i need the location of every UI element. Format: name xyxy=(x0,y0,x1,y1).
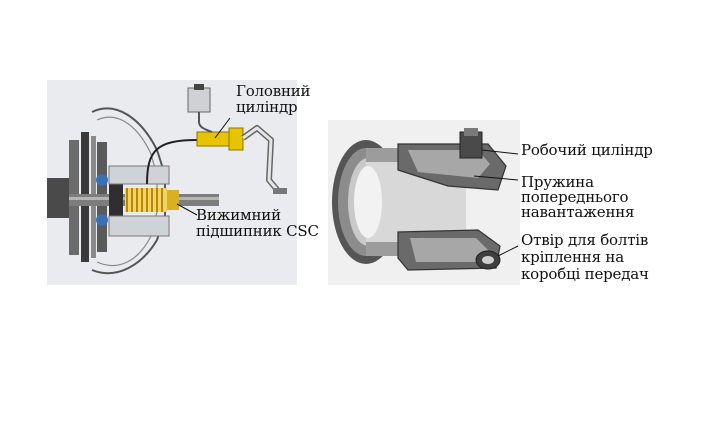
preload-spring-pointer xyxy=(473,175,519,181)
bolt-hole xyxy=(475,250,501,270)
label-slave-cylinder: Робочий циліндр xyxy=(521,141,653,159)
fluid-reservoir xyxy=(187,84,213,133)
master-cylinder xyxy=(196,127,244,151)
label-master-cylinder: Головний циліндр xyxy=(236,82,311,116)
csc-cutaway-illustration xyxy=(332,128,519,271)
csc-cutaway-diagram xyxy=(328,120,520,285)
hydraulic-line xyxy=(146,139,222,185)
clutch-pedal xyxy=(241,125,287,194)
clutch-system-diagram xyxy=(47,80,297,285)
clutch-system-illustration xyxy=(47,84,287,275)
master-cylinder-pointer xyxy=(214,117,231,139)
slave-cylinder-pointer xyxy=(481,149,519,155)
engine-flange xyxy=(47,178,69,218)
label-release-bearing: Вижимний підшипник CSC xyxy=(196,206,319,240)
bolt-hole-pointer xyxy=(497,245,519,257)
label-bolt-holes: Отвір для болтів кріплення на коробці пе… xyxy=(521,231,649,283)
release-spring xyxy=(125,188,167,212)
label-preload-spring: Пружина попереднього навантаження xyxy=(521,173,635,221)
release-bearing xyxy=(109,184,123,216)
slave-cylinder-port xyxy=(459,128,483,159)
release-bearing-pointer xyxy=(176,203,198,216)
